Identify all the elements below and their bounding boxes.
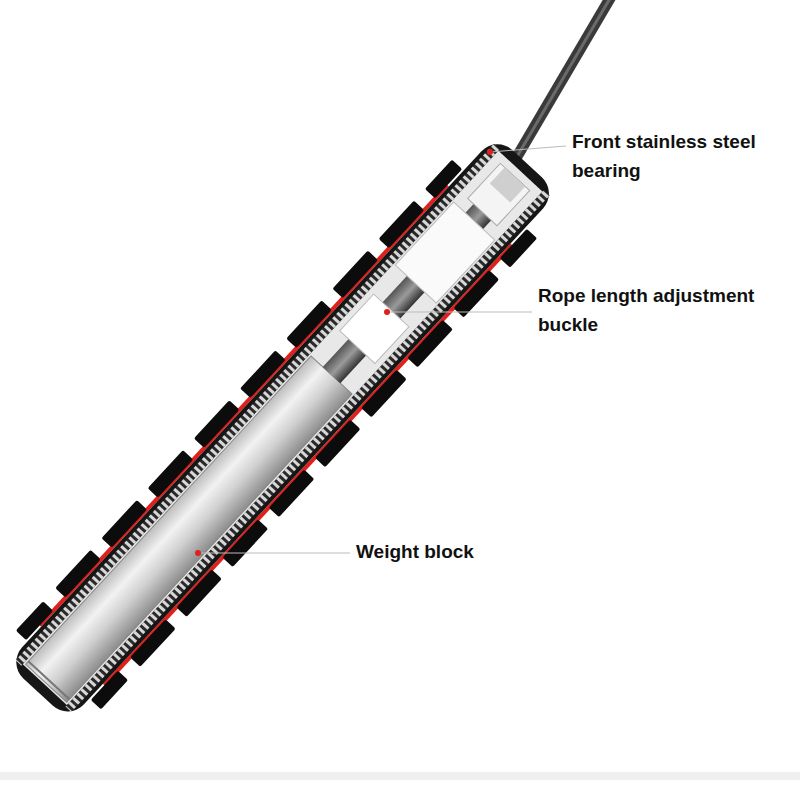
part-label: Weight block xyxy=(356,538,596,567)
part-label: Front stainless steel bearing xyxy=(572,128,794,185)
leader-lines xyxy=(195,146,566,556)
part-label: Rope length adjustment buckle xyxy=(538,282,794,339)
